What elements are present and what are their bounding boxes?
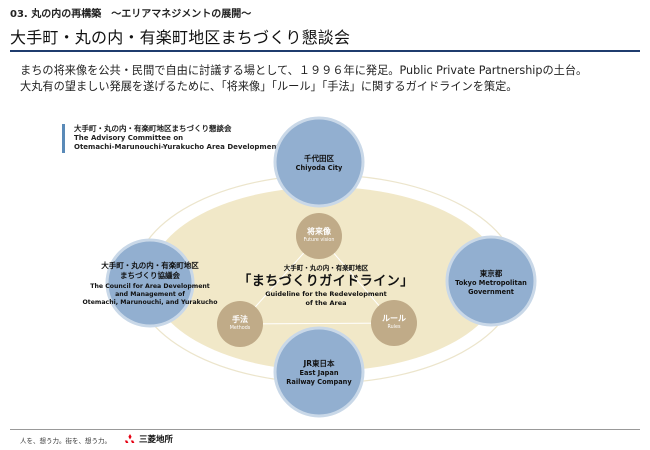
intro-line-1: まちの将来像を公共・民間で自由に討議する場として、１９９６年に発足。Public… bbox=[20, 64, 588, 77]
future-vision-label: 将来像 Future vision bbox=[294, 227, 344, 244]
guideline-subtitle: 大手町・丸の内・有楽町地区 bbox=[283, 264, 369, 272]
jr-east-label: JR東日本 East Japan Railway Company bbox=[279, 358, 359, 386]
future-vision-circle bbox=[296, 213, 342, 259]
connector-methods-rules bbox=[239, 322, 395, 325]
tokyo-label-en-1: Tokyo Metropolitan bbox=[455, 279, 527, 287]
council-label-en-1: The Council for Area Development bbox=[90, 283, 210, 290]
committee-name-en-1: The Advisory Committee on bbox=[74, 133, 184, 142]
title-divider bbox=[10, 50, 640, 52]
council-label-en-3: Otemachi, Marunouchi, and Yurakucho bbox=[82, 299, 218, 306]
council-circle bbox=[105, 238, 195, 328]
guideline-label: 大手町・丸の内・有楽町地区 「まちづくりガイドライン」 Guideline fo… bbox=[226, 263, 426, 307]
chiyoda-label: 千代田区 Chiyoda City bbox=[279, 153, 359, 173]
guideline-en-1: Guideline for the Redevelopment bbox=[265, 290, 387, 298]
chiyoda-label-en: Chiyoda City bbox=[295, 164, 343, 172]
jr-east-circle bbox=[273, 326, 365, 418]
guideline-en-2: of the Area bbox=[305, 298, 347, 307]
guideline-title: 「まちづくりガイドライン」 bbox=[238, 274, 414, 289]
advisory-committee-label: 大手町・丸の内・有楽町地区まちづくり懇談会 The Advisory Commi… bbox=[62, 124, 280, 153]
methods-label: 手法 Methods bbox=[215, 315, 265, 332]
council-label-ja-2: まちづくり協議会 bbox=[120, 271, 180, 280]
methods-label-ja: 手法 bbox=[232, 315, 248, 324]
jr-east-label-ja: JR東日本 bbox=[303, 359, 335, 368]
rules-label-en: Rules bbox=[387, 325, 401, 330]
committee-name-ja: 大手町・丸の内・有楽町地区まちづくり懇談会 bbox=[74, 124, 232, 133]
chiyoda-label-ja: 千代田区 bbox=[304, 154, 334, 163]
jr-east-label-en-1: East Japan bbox=[299, 369, 339, 377]
jr-east-label-en-2: Railway Company bbox=[286, 377, 352, 386]
future-vision-label-ja: 将来像 bbox=[307, 227, 331, 236]
section-label: 03. 丸の内の再構築 ～エリアマネジメントの展開～ bbox=[10, 9, 252, 20]
company-name: 三菱地所 bbox=[139, 435, 174, 445]
council-label-ja-1: 大手町・丸の内・有楽町地区 bbox=[101, 261, 199, 270]
tokyo-label-ja: 東京都 bbox=[479, 269, 503, 278]
rules-circle bbox=[371, 300, 417, 346]
footer-tagline: 人を、想う力。街を、想う力。 bbox=[20, 437, 111, 445]
tokyo-label: 東京都 Tokyo Metropolitan Government bbox=[446, 268, 536, 296]
footer-divider bbox=[10, 429, 640, 430]
intro-line-2: 大丸有の望ましい発展を遂げるために、「将来像」「ルール」「手法」に関するガイドラ… bbox=[20, 80, 518, 93]
tokyo-circle bbox=[445, 235, 537, 327]
council-label: 大手町・丸の内・有楽町地区 まちづくり協議会 The Council for A… bbox=[60, 261, 240, 307]
company-logo: 三菱地所 bbox=[124, 433, 173, 445]
rules-label-ja: ルール bbox=[382, 314, 406, 323]
three-diamonds-icon bbox=[124, 433, 135, 443]
methods-label-en: Methods bbox=[229, 326, 251, 331]
council-label-en-2: and Management of bbox=[115, 291, 185, 298]
future-vision-label-en: Future vision bbox=[303, 238, 335, 243]
intro-text: まちの将来像を公共・民間で自由に討議する場として、１９９６年に発足。Public… bbox=[20, 63, 640, 95]
rules-label: ルール Rules bbox=[369, 314, 419, 331]
tokyo-label-en-2: Government bbox=[468, 287, 514, 296]
methods-circle bbox=[217, 301, 263, 347]
chiyoda-circle bbox=[273, 116, 365, 208]
page-title: 大手町・丸の内・有楽町地区まちづくり懇談会 bbox=[10, 28, 351, 47]
committee-name-en-2: Otemachi-Marunouchi-Yurakucho Area Devel… bbox=[74, 143, 280, 151]
